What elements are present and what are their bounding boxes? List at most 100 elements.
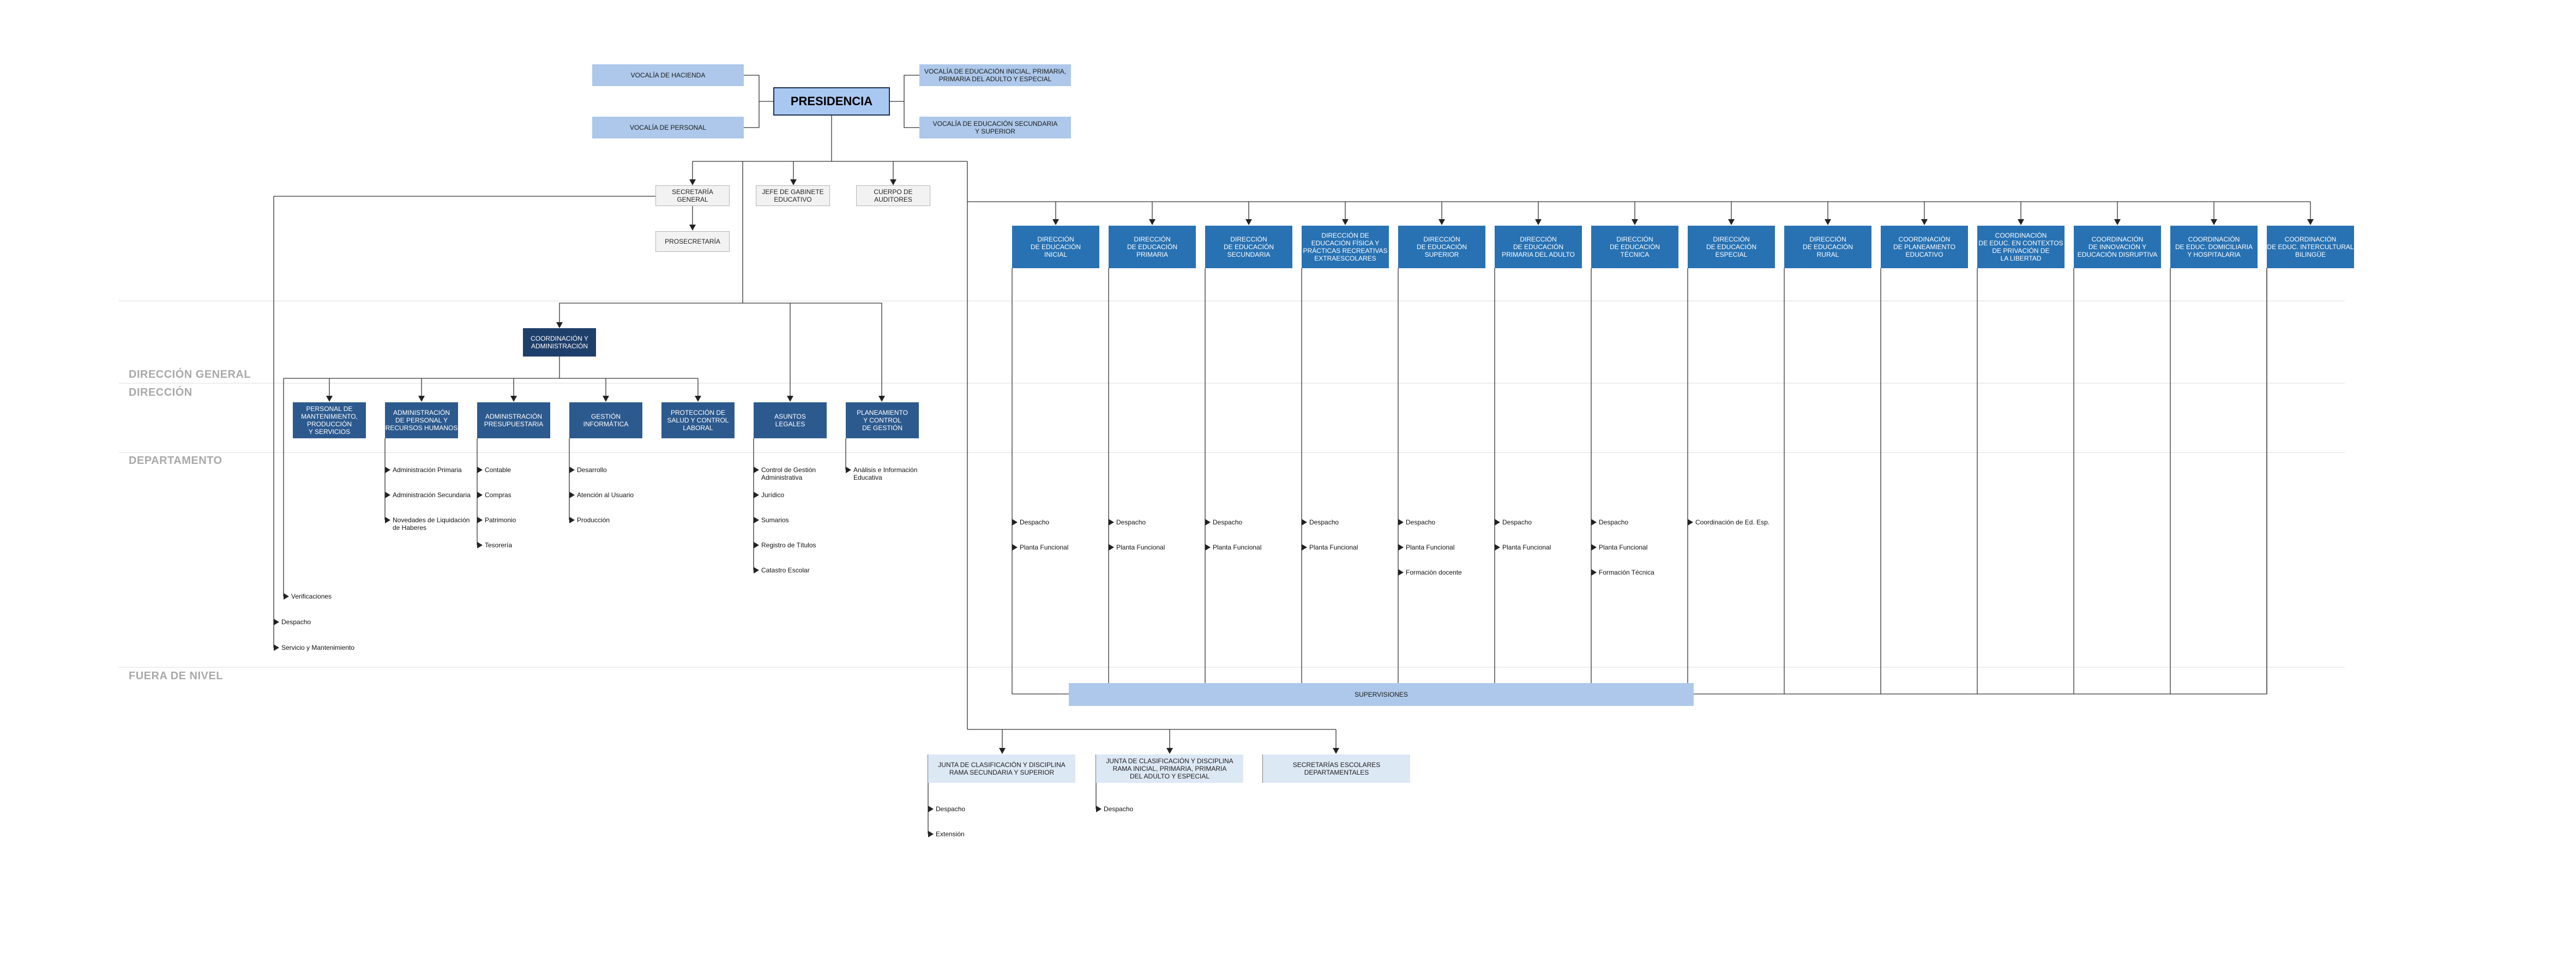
direccion-box: COORDINACIÓN DE INNOVACIÓN Y EDUCACIÓN D… (2074, 226, 2161, 268)
fuera-de-nivel-box: SECRETARÍAS ESCOLARES DEPARTAMENTALES (1263, 754, 1410, 783)
departamento-box: ADMINISTRACIÓN PRESUPUESTARIA (477, 402, 550, 438)
direccion-subitem: Coordinación de Ed. Esp. (1695, 518, 1770, 526)
direccion-box: COORDINACIÓN DE PLANEAMIENTO EDUCATIVO (1881, 226, 1968, 268)
departamento-subitem: Atención al Usuario (577, 491, 634, 499)
direccion-subitem: Despacho (1213, 518, 1243, 526)
section-label-direccion: DIRECCIÓN (129, 387, 192, 399)
direccion-subitem: Planta Funcional (1406, 544, 1455, 551)
departamento-subitem: Producción (577, 516, 610, 524)
departamento-subitem: Desarrollo (577, 466, 607, 474)
direccion-subitem: Planta Funcional (1213, 544, 1262, 551)
arrow-right-icon (1205, 544, 1211, 551)
presidencia-box: PRESIDENCIA (773, 87, 890, 116)
arrow-down-icon (1825, 219, 1831, 225)
arrow-right-icon (1591, 519, 1597, 526)
direccion-box: DIRECCIÓN DE EDUCACIÓN PRIMARIA DEL ADUL… (1495, 226, 1582, 268)
direccion-box: DIRECCIÓN DE EDUCACIÓN ESPECIAL (1688, 226, 1775, 268)
departamento-box: ASUNTOS LEGALES (754, 402, 827, 438)
departamento-subitem: Tesorería (485, 541, 513, 549)
arrow-down-icon (1535, 219, 1542, 225)
departamento-subitem: Jurídico (761, 491, 785, 499)
arrow-down-icon (1439, 219, 1445, 225)
arrow-right-icon (569, 467, 575, 473)
direccion-box: DIRECCIÓN DE EDUCACIÓN FÍSICA Y PRÁCTICA… (1302, 226, 1389, 268)
arrow-right-icon (754, 517, 759, 523)
arrow-right-icon (1398, 544, 1404, 551)
arrow-right-icon (477, 517, 483, 523)
direccion-subitem: Despacho (1116, 518, 1146, 526)
arrow-down-icon (603, 396, 609, 402)
arrow-right-icon (569, 492, 575, 498)
arrow-right-icon (385, 517, 390, 523)
connector-line (743, 303, 882, 401)
departamento-subitem: Compras (485, 491, 511, 499)
direccion-box: DIRECCIÓN DE EDUCACIÓN TÉCNICA (1591, 226, 1678, 268)
direccion-subitem: Despacho (1309, 518, 1339, 526)
direccion-box: DIRECCIÓN DE EDUCACIÓN RURAL (1784, 226, 1871, 268)
fuera-de-nivel-box: JUNTA DE CLASIFICACIÓN Y DISCIPLINA RAMA… (928, 754, 1075, 783)
secretaria-general-box: SECRETARÍA GENERAL (655, 185, 730, 206)
arrow-down-icon (999, 748, 1006, 754)
verificaciones-item: Verificaciones (291, 593, 332, 600)
arrow-right-icon (1302, 544, 1307, 551)
jefe-gabinete-box: JEFE DE GABINETE EDUCATIVO (756, 185, 830, 206)
departamento-subitem: Novedades de Liquidación de Haberes (393, 516, 470, 532)
arrow-right-icon (928, 831, 934, 837)
arrow-down-icon (1632, 219, 1638, 225)
section-label-fuera-de-nivel: FUERA DE NIVEL (129, 670, 223, 682)
arrow-right-icon (754, 467, 759, 473)
arrow-down-icon (2211, 219, 2217, 225)
arrow-right-icon (274, 619, 279, 625)
direccion-box: DIRECCIÓN DE EDUCACIÓN SUPERIOR (1398, 226, 1485, 268)
departamento-box: GESTIÓN INFORMÁTICA (569, 402, 642, 438)
departamento-subitem: Patrimonio (485, 516, 516, 524)
departamento-subitem: Control de Gestión Administrativa (761, 466, 816, 481)
direccion-subitem: Despacho (1020, 518, 1050, 526)
arrow-right-icon (1398, 519, 1404, 526)
arrow-right-icon (754, 492, 759, 498)
arrow-right-icon (754, 567, 759, 573)
departamento-box: PLANEAMIENTO Y CONTROL DE GESTIÓN (846, 402, 919, 438)
coordinacion-administracion-box: COORDINACIÓN Y ADMINISTRACIÓN (523, 328, 596, 357)
departamento-subitem: Registro de Títulos (761, 541, 816, 549)
departamento-subitem: Contable (485, 466, 511, 474)
vocalia-personal-box: VOCALÍA DE PERSONAL (592, 117, 744, 138)
vocalia-secundaria-box: VOCALÍA DE EDUCACIÓN SECUNDARIA Y SUPERI… (919, 117, 1071, 138)
arrow-down-icon (689, 179, 696, 185)
arrow-right-icon (1688, 519, 1693, 526)
arrow-down-icon (1245, 219, 1252, 225)
arrow-down-icon (1728, 219, 1735, 225)
departamento-box: ADMINISTRACIÓN DE PERSONAL Y RECURSOS HU… (385, 402, 458, 438)
departamento-subitem: Sumarios (761, 516, 789, 524)
section-label-departamento: DEPARTAMENTO (129, 455, 222, 467)
vocalia-inicial-box: VOCALÍA DE EDUCACIÓN INICIAL, PRIMARIA, … (919, 64, 1071, 86)
direccion-subitem: Planta Funcional (1020, 544, 1069, 551)
departamento-subitem: Catastro Escolar (761, 566, 810, 574)
arrow-right-icon (1012, 544, 1018, 551)
direccion-subitem: Planta Funcional (1599, 544, 1648, 551)
departamento-subitem: Administración Primaria (393, 466, 462, 474)
direccion-box: COORDINACIÓN DE EDUC. DOMICILIARIA Y HOS… (2170, 226, 2258, 268)
connector-line (559, 303, 743, 327)
arrow-right-icon (1591, 569, 1597, 576)
arrow-right-icon (846, 467, 851, 473)
arrow-down-icon (2018, 219, 2024, 225)
arrow-right-icon (1109, 519, 1114, 526)
arrow-right-icon (1109, 544, 1114, 551)
arrow-right-icon (1591, 544, 1597, 551)
arrow-right-icon (754, 542, 759, 548)
arrow-right-icon (477, 542, 483, 548)
arrow-down-icon (695, 396, 701, 402)
arrow-right-icon (1012, 519, 1018, 526)
arrow-right-icon (1495, 519, 1500, 526)
arrow-right-icon (477, 467, 483, 473)
arrow-down-icon (790, 179, 797, 185)
arrow-down-icon (1166, 748, 1173, 754)
vocalia-hacienda-box: VOCALÍA DE HACIENDA (592, 64, 744, 86)
direccion-subitem: Planta Funcional (1116, 544, 1165, 551)
direccion-box: DIRECCIÓN DE EDUCACIÓN INICIAL (1012, 226, 1099, 268)
despacho-item: Despacho (281, 618, 311, 626)
arrow-down-icon (1333, 748, 1339, 754)
arrow-down-icon (418, 396, 425, 402)
direccion-subitem: Planta Funcional (1502, 544, 1551, 551)
